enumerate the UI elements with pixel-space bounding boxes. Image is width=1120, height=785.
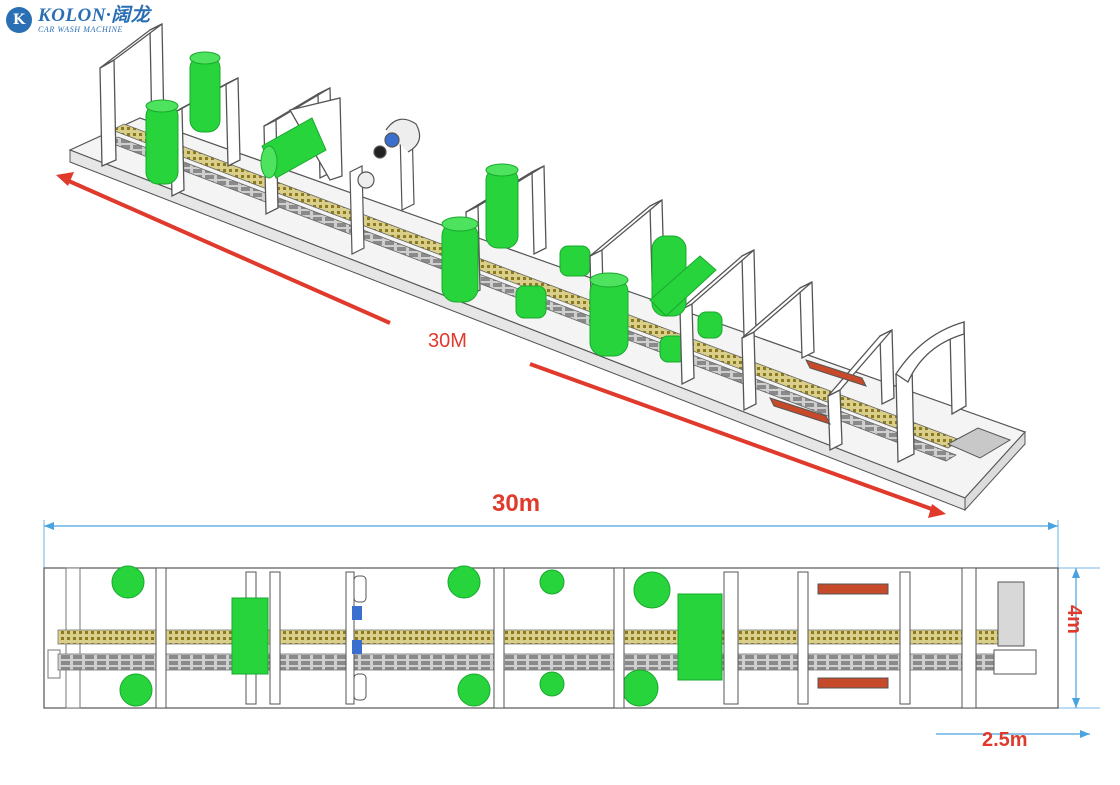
- plan-view: [43, 520, 1100, 738]
- logo-chinese: ·阔龙: [105, 5, 151, 26]
- iso-rollers: [769, 359, 867, 425]
- iso-exit-arch: [895, 320, 967, 464]
- iso-arrow-head-left: [56, 172, 74, 186]
- plan-width-label: 4m: [1063, 605, 1085, 634]
- iso-brush-cluster-4: [589, 235, 717, 357]
- iso-wheel-brushes: [515, 245, 723, 363]
- plan-roller-top: [817, 583, 889, 595]
- plan-conveyor: [57, 629, 1009, 645]
- logo-mark-icon: K: [6, 7, 32, 33]
- iso-exit-grate: [946, 427, 1012, 459]
- iso-brush-pair-3: [441, 163, 519, 303]
- iso-nozzle-unit: [349, 118, 421, 255]
- plan-length-label: 30m: [492, 490, 541, 517]
- isometric-view: [56, 22, 1027, 518]
- plan-wheel-brushes: [539, 569, 671, 707]
- iso-arch-5: [741, 280, 895, 452]
- logo-name: KOLON: [38, 5, 106, 26]
- plan-exit-grate: [997, 581, 1025, 647]
- plan-roller-bottom: [817, 677, 889, 689]
- logo: K KOLON·阔龙 CAR WASH MACHINE: [6, 6, 150, 34]
- plan-detail-label: 2.5m: [982, 729, 1028, 751]
- iso-length-label: 30M: [428, 330, 467, 352]
- iso-brush-pair-1: [145, 51, 221, 185]
- plan-top-brush: [231, 597, 269, 675]
- iso-top-brush: [260, 117, 327, 179]
- plan-rail: [57, 653, 1009, 671]
- plan-brush-pair-1: [111, 565, 153, 707]
- logo-subtitle: CAR WASH MACHINE: [38, 25, 124, 34]
- plan-brush-pair-3: [447, 565, 491, 707]
- plan-side-brush: [677, 593, 723, 681]
- iso-arrow-head-right: [928, 504, 946, 518]
- iso-arch-1: [99, 22, 241, 198]
